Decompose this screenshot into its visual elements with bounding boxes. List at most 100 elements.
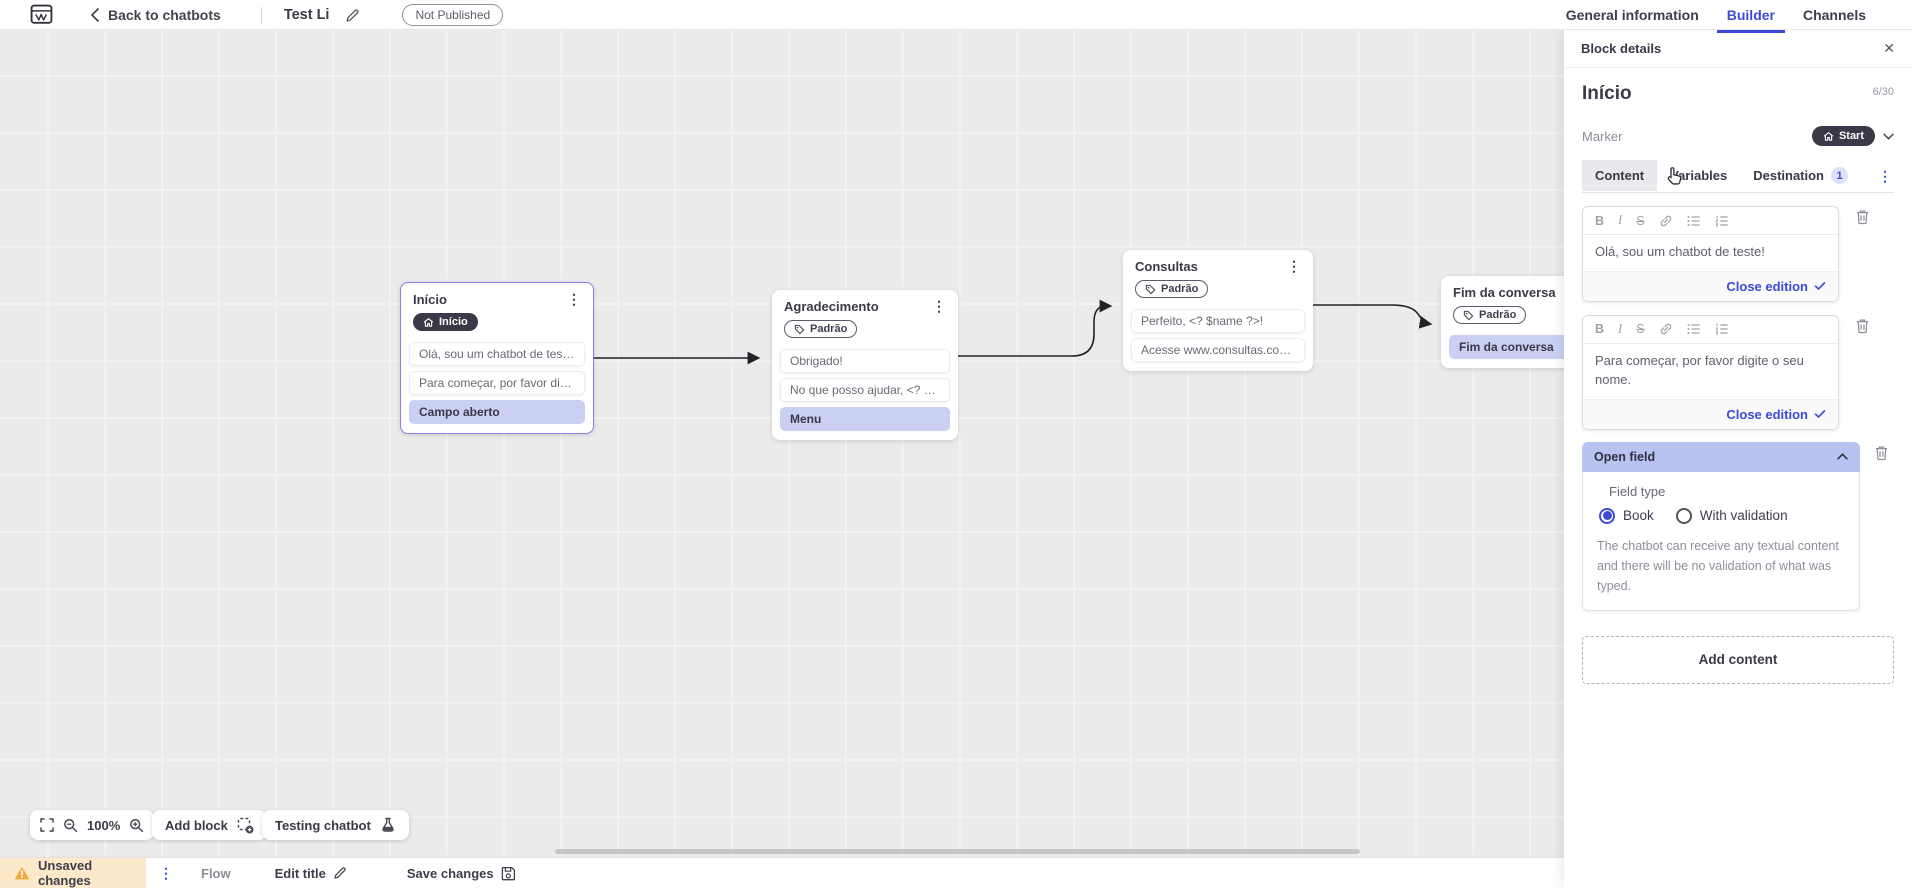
block-name-field[interactable]: Início [1582, 83, 1632, 104]
open-field-header[interactable]: Open field [1582, 441, 1860, 472]
add-block-label: Add block [165, 817, 228, 833]
field-type-label: Field type [1609, 483, 1666, 499]
bold-icon[interactable]: B [1595, 322, 1605, 337]
trash-icon[interactable] [1855, 209, 1870, 230]
add-block-button[interactable]: Add block [152, 810, 267, 840]
testing-chatbot-button[interactable]: Testing chatbot [262, 810, 409, 840]
block-title: Fim da conversa [1453, 285, 1556, 300]
strikethrough-icon[interactable]: S [1636, 213, 1645, 228]
block-row[interactable]: Para começar, por favor digite o ... [409, 370, 585, 395]
zoom-level: 100% [87, 817, 121, 833]
block-menu-icon[interactable]: ⋮ [1287, 258, 1301, 274]
chevron-down-icon [1883, 132, 1894, 140]
strikethrough-icon[interactable]: S [1636, 322, 1645, 337]
tab-content[interactable]: Content [1582, 160, 1658, 191]
list-ol-icon[interactable] [1714, 215, 1729, 227]
block-row-highlighted[interactable]: Campo aberto [409, 399, 585, 424]
block-menu-icon[interactable]: ⋮ [932, 298, 946, 314]
editor-footer: Close edition [1583, 398, 1838, 429]
block-rows: Obrigado! No que posso ajudar, <? $name … [772, 340, 958, 440]
editor-toolbar: B I S [1583, 207, 1838, 235]
editor-text[interactable]: Para começar, por favor digite o seu nom… [1595, 352, 1804, 387]
edit-title-label: Edit title [274, 865, 326, 881]
top-bar: Back to chatbots Test Li Not Published G… [0, 0, 1912, 33]
flow-menu-icon[interactable]: ⋮ [159, 865, 173, 881]
tag-icon [794, 324, 805, 335]
add-content-button[interactable]: Add content [1582, 635, 1894, 684]
flow-block-agradecimento[interactable]: Agradecimento ⋮ Padrão Obrigado! No que … [772, 290, 958, 440]
radio-with-validation[interactable]: With validation [1675, 507, 1788, 524]
content-item-text-1: B I S Olá, sou um chatbot de tes [1582, 206, 1894, 302]
marker-value: Start [1838, 130, 1864, 142]
edit-title-button[interactable]: Edit title [275, 866, 347, 881]
tab-channels[interactable]: Channels [1802, 7, 1866, 23]
rich-text-editor[interactable]: B I S Olá, sou um chatbot de tes [1582, 206, 1839, 302]
zoom-in-icon[interactable] [129, 818, 144, 833]
trash-icon[interactable] [1855, 318, 1870, 339]
block-menu-icon[interactable]: ⋮ [567, 291, 581, 307]
canvas-zoom-controls: 100% [30, 810, 155, 840]
close-edition-button[interactable]: Close edition [1726, 278, 1808, 294]
list-ul-icon[interactable] [1687, 215, 1701, 227]
close-edition-button[interactable]: Close edition [1726, 406, 1808, 422]
check-icon [1814, 281, 1826, 291]
field-type-options: Book With validation [1599, 507, 1845, 524]
trash-icon[interactable] [1874, 445, 1889, 466]
block-row[interactable]: Perfeito, <? $name ?>! [1131, 308, 1305, 333]
unsaved-changes-label: Unsaved changes [38, 858, 93, 888]
italic-icon[interactable]: I [1618, 321, 1623, 336]
tab-variables[interactable]: Variables [1670, 168, 1728, 183]
editor-footer: Close edition [1583, 270, 1838, 301]
flow-block-consultas[interactable]: Consultas ⋮ Padrão Perfeito, <? $name ?>… [1123, 250, 1313, 371]
block-row[interactable]: Acesse www.consultas.com par... [1131, 337, 1305, 362]
fullscreen-icon[interactable] [40, 818, 54, 832]
block-rows: Olá, sou um chatbot de teste! Para começ… [401, 333, 593, 433]
tabs-menu-icon[interactable]: ⋮ [1878, 167, 1892, 184]
badge-label: Padrão [1479, 309, 1517, 321]
save-changes-button[interactable]: Save changes [407, 866, 516, 881]
radio-book[interactable]: Book [1599, 507, 1654, 524]
block-row[interactable]: Obrigado! [780, 348, 950, 373]
tab-destination[interactable]: Destination 1 [1740, 159, 1861, 192]
bold-icon[interactable]: B [1595, 213, 1605, 228]
pencil-icon[interactable] [345, 8, 360, 23]
block-details-panel: Block details ✕ Início 6/30 Marker Start [1564, 28, 1912, 888]
radio-selected-icon [1599, 507, 1615, 524]
italic-icon[interactable]: I [1618, 213, 1623, 227]
app-logo[interactable] [30, 4, 53, 27]
rich-text-editor[interactable]: B I S Para começar, por favor di [1582, 314, 1839, 430]
badge-label: Padrão [810, 323, 848, 335]
check-icon [1814, 409, 1826, 419]
editor-text[interactable]: Olá, sou um chatbot de teste! [1595, 244, 1765, 259]
block-tag-badge: Padrão [1135, 280, 1209, 298]
close-icon[interactable]: ✕ [1883, 40, 1895, 56]
block-row-highlighted[interactable]: Menu [780, 406, 950, 431]
block-row[interactable]: Olá, sou um chatbot de teste! [409, 341, 585, 366]
content-item-text-2: B I S Para começar, por favor di [1582, 314, 1894, 430]
start-marker-pill: Start [1811, 126, 1875, 146]
block-row[interactable]: No que posso ajudar, <? $name ... [780, 377, 950, 402]
chevron-up-icon[interactable] [1837, 453, 1848, 460]
home-icon [1823, 131, 1834, 142]
link-icon[interactable] [1659, 322, 1673, 336]
zoom-out-icon[interactable] [63, 818, 78, 833]
block-header: Início ⋮ [401, 283, 593, 307]
tab-general-information[interactable]: General information [1565, 7, 1699, 23]
list-ol-icon[interactable] [1714, 323, 1729, 335]
canvas-horizontal-scrollbar[interactable] [555, 849, 1360, 854]
char-counter: 6/30 [1872, 86, 1894, 98]
flow-block-inicio[interactable]: Início ⋮ Início Olá, sou um chatbot de t… [400, 282, 594, 434]
radio-unselected-icon [1675, 507, 1692, 524]
link-icon[interactable] [1659, 214, 1673, 228]
tab-builder[interactable]: Builder [1715, 0, 1787, 33]
flow-canvas[interactable] [0, 30, 1564, 888]
testing-chatbot-label: Testing chatbot [275, 817, 371, 833]
back-to-chatbots-button[interactable]: Back to chatbots [91, 7, 221, 23]
list-ul-icon[interactable] [1687, 323, 1701, 335]
add-block-icon [237, 817, 254, 834]
block-rows: Perfeito, <? $name ?>! Acesse www.consul… [1123, 300, 1313, 371]
chatbot-title[interactable]: Test Li [283, 7, 330, 23]
marker-select[interactable]: Start [1811, 126, 1894, 146]
tag-icon [1463, 310, 1474, 321]
